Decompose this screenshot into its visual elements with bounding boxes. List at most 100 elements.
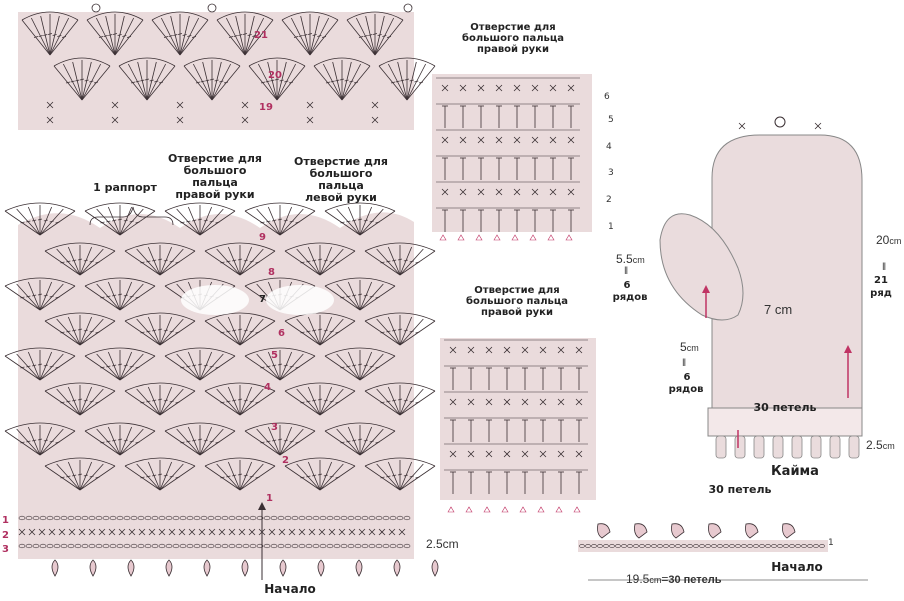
border-chain [741, 544, 747, 548]
cuff-picot [734, 435, 746, 459]
top-marker-icon [403, 3, 413, 13]
rh-top-sc [531, 136, 539, 144]
chain-stitch [291, 543, 299, 549]
chain-stitch [158, 515, 166, 521]
chain-stitch [207, 515, 215, 521]
mitten-top-marker [814, 122, 822, 130]
edge-sc-cross [98, 528, 106, 536]
rh-top-sc [441, 84, 449, 92]
chain-stitch [326, 515, 334, 521]
border-chart-bg [578, 540, 828, 552]
chain-stitch [116, 543, 124, 549]
chain-stitch [340, 543, 348, 549]
border-chain [615, 544, 621, 548]
rh-top-sc [567, 84, 575, 92]
body-fan [124, 242, 196, 276]
rh-bottom-sc [557, 450, 565, 458]
edge-sc-cross [328, 528, 336, 536]
body-fan [4, 422, 76, 456]
thumb-hole-right-label: Отверстие для большого пальца правой рук… [168, 152, 262, 201]
chain-stitch [375, 543, 383, 549]
rh-top-sc [459, 84, 467, 92]
rh-bottom-sc [557, 346, 565, 354]
border-chain [807, 544, 813, 548]
rh-bottom-sc [521, 398, 529, 406]
border-chain [591, 544, 597, 548]
chain-stitch [235, 543, 243, 549]
top-fan-row20 [118, 57, 176, 101]
lower-rows-word: рядов [668, 384, 704, 395]
body-fan [244, 202, 316, 236]
border-chain [627, 544, 633, 548]
border-chain [789, 544, 795, 548]
picot-leaf [393, 559, 401, 577]
chain-stitch [200, 515, 208, 521]
lower-length-cm: 5cm [680, 340, 699, 354]
chain-stitch [256, 543, 264, 549]
chain-stitch [95, 515, 103, 521]
right-hand-bottom-title: Отверстие для большого пальца правой рук… [465, 285, 569, 318]
chain-stitch [347, 515, 355, 521]
chain-stitch [25, 543, 33, 549]
cuff-picot [829, 435, 841, 459]
rh-bottom-sc [575, 450, 583, 458]
chain-stitch [291, 515, 299, 521]
chain-stitch [382, 543, 390, 549]
rh-top-triangle [565, 234, 573, 241]
edge-sc-cross [108, 528, 116, 536]
edge-sc-cross [238, 528, 246, 536]
rh-bottom-bg [440, 338, 596, 500]
body-fan [244, 422, 316, 456]
chain-stitch [326, 543, 334, 549]
chain-stitch [270, 515, 278, 521]
chain-stitch [186, 543, 194, 549]
edge-sc-cross [298, 528, 306, 536]
border-picot [597, 523, 611, 539]
chain-stitch [207, 543, 215, 549]
chain-stitch [158, 543, 166, 549]
rh-top-triangle [439, 234, 447, 241]
chain-stitch [396, 543, 404, 549]
border-chain [783, 544, 789, 548]
chain-stitch [67, 543, 75, 549]
border-picot [708, 523, 722, 539]
chain-stitch [172, 543, 180, 549]
top-fan-row21 [151, 11, 209, 56]
edge-sc-cross [88, 528, 96, 536]
chain-stitch [333, 543, 341, 549]
border-row-1: 1 [828, 538, 834, 548]
rapport-bracket [89, 206, 174, 226]
row-number-6: 6 [278, 328, 285, 339]
rh-top-sc [531, 188, 539, 196]
chain-stitch [109, 543, 117, 549]
border-chain [621, 544, 627, 548]
chain-stitch [389, 543, 397, 549]
chain-stitch [172, 515, 180, 521]
border-picot [671, 523, 685, 539]
chain-stitch [242, 515, 250, 521]
rh-bottom-sc [539, 450, 547, 458]
edge-sc-cross [368, 528, 376, 536]
chain-stitch [32, 543, 40, 549]
border-chain [669, 544, 675, 548]
rh-bottom-triangle [537, 506, 545, 513]
edge-sc-cross [268, 528, 276, 536]
rh-top-triangle [475, 234, 483, 241]
rh-bottom-sc [557, 398, 565, 406]
edge-sc-cross [178, 528, 186, 536]
top-sc-cross [111, 101, 119, 109]
edge-sc-cross [348, 528, 356, 536]
chain-stitch [102, 515, 110, 521]
border-chain [585, 544, 591, 548]
row-number-1: 1 [266, 493, 273, 504]
chain-stitch [235, 515, 243, 521]
rh-bottom-sc [485, 398, 493, 406]
border-chain [609, 544, 615, 548]
rh-top-sc [441, 188, 449, 196]
rh-bottom-sc [485, 450, 493, 458]
chain-stitch [249, 515, 257, 521]
rh-top-triangle [511, 234, 519, 241]
body-fan [324, 202, 396, 236]
rh-row-5: 5 [608, 115, 614, 125]
body-fan [284, 457, 356, 491]
